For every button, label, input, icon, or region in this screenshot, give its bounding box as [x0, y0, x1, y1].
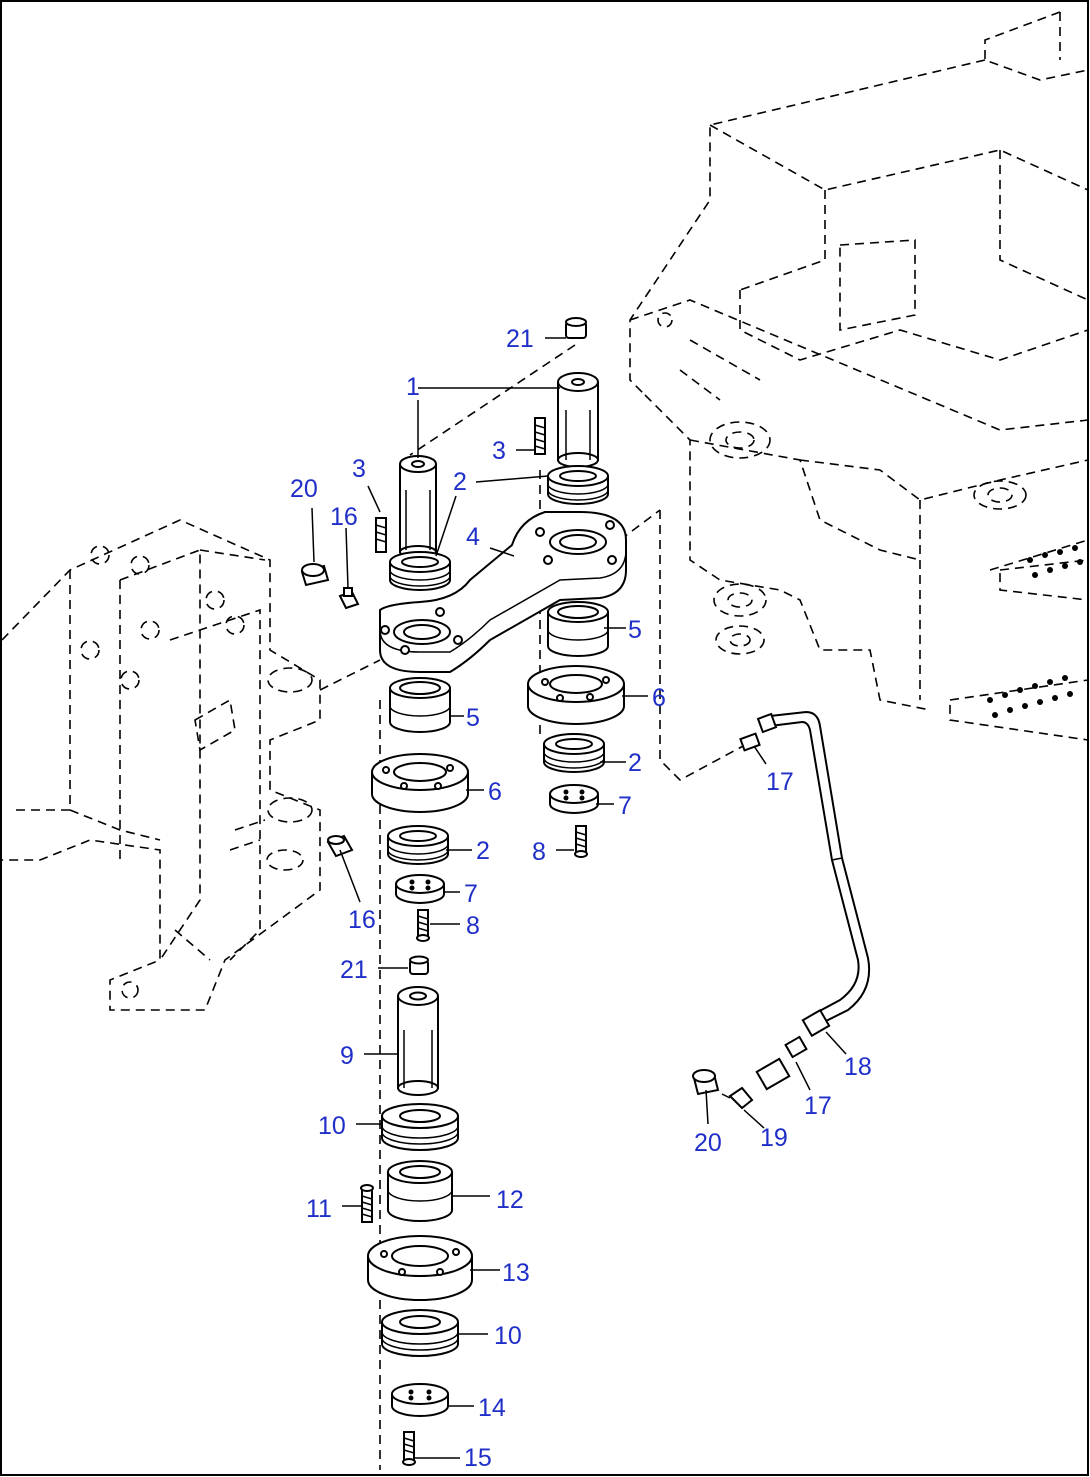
grease-tube	[769, 710, 870, 1025]
callout-20-lower: 20	[694, 1129, 722, 1157]
part-2-seal-upper-left	[389, 551, 451, 591]
part-7-plate-left	[395, 874, 445, 904]
part-20-cap-upper	[300, 563, 330, 587]
part-2-seal-upper-right	[547, 465, 609, 505]
callout-10-lower: 10	[494, 1322, 522, 1350]
callout-9: 9	[340, 1042, 354, 1070]
callout-2-upper: 2	[453, 468, 467, 496]
callout-13: 13	[502, 1259, 530, 1287]
part-1-pin-right	[557, 372, 599, 468]
callout-labels: 21 1 3 3 20 2 16 4 5 6 5 6 2 2 7 17 8 7 …	[290, 325, 872, 1472]
callout-3-right: 3	[492, 437, 506, 465]
rear-frame	[629, 11, 1089, 741]
part-4-link	[379, 511, 627, 673]
part-5-bushing-upper-right	[547, 601, 609, 657]
callout-5-right: 5	[628, 616, 642, 644]
bracket-bolts	[987, 545, 1083, 718]
callout-19: 19	[760, 1124, 788, 1152]
part-17-fitting-lower	[755, 1035, 808, 1091]
callout-1: 1	[406, 373, 420, 401]
callout-14: 14	[478, 1394, 506, 1422]
callout-17-upper: 17	[766, 768, 794, 796]
callout-18: 18	[844, 1053, 872, 1081]
callout-6-right: 6	[652, 684, 666, 712]
callout-2-left-lower: 2	[476, 837, 490, 865]
part-17-fitting-upper	[739, 712, 778, 752]
callout-2-right-lower: 2	[628, 749, 642, 777]
callout-10-upper: 10	[318, 1112, 346, 1140]
callout-12: 12	[496, 1186, 524, 1214]
front-frame	[1, 519, 321, 1011]
part-16-fitting-upper	[338, 587, 360, 610]
callout-7-left: 7	[464, 880, 478, 908]
part-2-seal-lower-left	[387, 825, 449, 865]
callout-21-upper: 21	[506, 325, 534, 353]
part-8-bolt-left	[416, 909, 430, 942]
part-1-pin-left	[399, 455, 437, 559]
part-13-flange	[367, 1235, 473, 1301]
callout-21-lower: 21	[340, 956, 368, 984]
part-6-flange-left	[371, 753, 469, 813]
part-15-bolt	[402, 1431, 416, 1466]
part-6-flange-right	[527, 665, 625, 725]
part-11-bolt	[360, 1184, 374, 1223]
part-3-bolt-left	[375, 517, 387, 553]
part-10-seal-lower	[381, 1309, 459, 1357]
part-19-elbow	[721, 1086, 754, 1110]
callout-8-left: 8	[466, 912, 480, 940]
callout-3-left: 3	[352, 455, 366, 483]
callout-4: 4	[466, 523, 480, 551]
callout-11: 11	[306, 1195, 332, 1223]
part-3-bolt-right	[534, 417, 546, 455]
callout-20-upper: 20	[290, 475, 318, 503]
part-5-bushing-upper-left	[389, 677, 451, 733]
callout-17-lower: 17	[804, 1092, 832, 1120]
part-7-plate-right	[549, 784, 599, 814]
part-21-lower-cap	[409, 955, 429, 975]
callout-16-lower: 16	[348, 906, 376, 934]
part-9-lower-pin	[397, 986, 439, 1096]
callout-5-left: 5	[466, 704, 480, 732]
part-8-bolt-right	[574, 825, 588, 858]
callout-15: 15	[464, 1444, 492, 1472]
part-16-fitting-lower	[326, 834, 354, 858]
leader-lines	[311, 337, 847, 1459]
part-20-cap-lower	[692, 1069, 720, 1096]
part-14-plate	[391, 1383, 449, 1417]
callout-8-right: 8	[532, 838, 546, 866]
part-12-bushing	[387, 1160, 453, 1222]
callout-7-right: 7	[618, 792, 632, 820]
part-18-nut	[801, 1008, 831, 1038]
part-10-seal-upper	[381, 1103, 459, 1151]
part-2-seal-lower-right	[543, 733, 605, 773]
part-21-upper-cap	[565, 317, 587, 339]
callout-6-left: 6	[488, 778, 502, 806]
callout-16-upper: 16	[330, 503, 358, 531]
